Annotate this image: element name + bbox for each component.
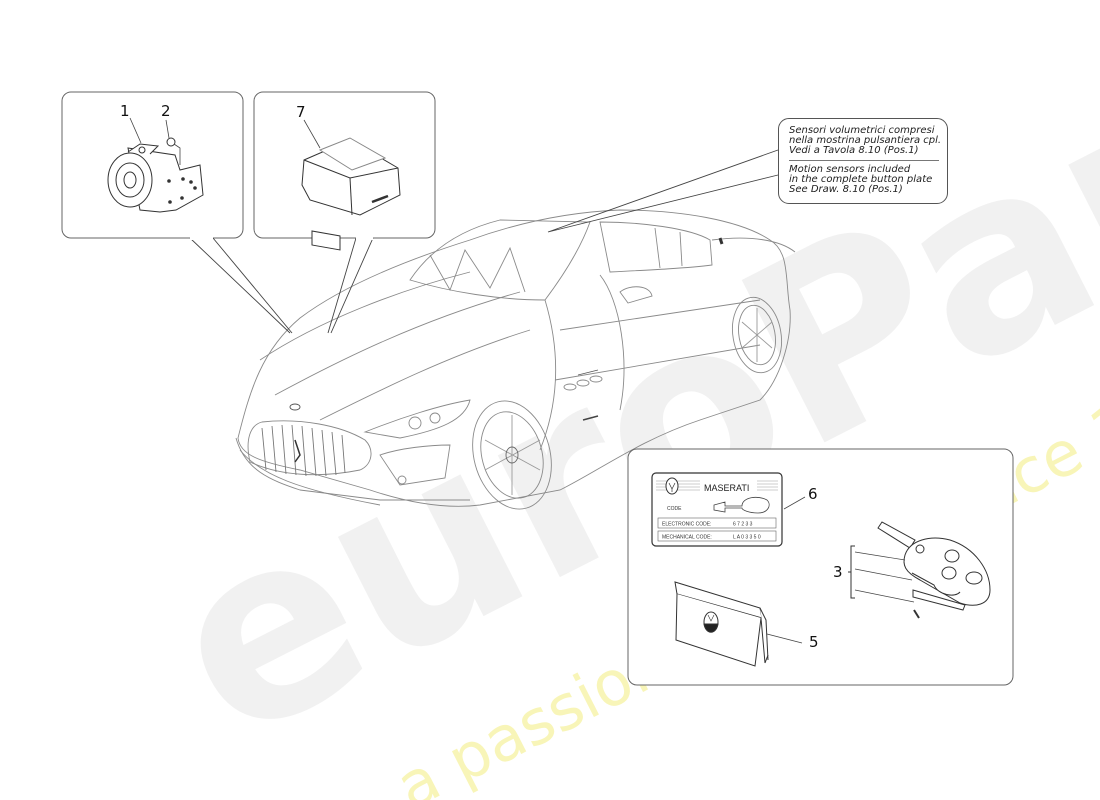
callout-3: 3 (833, 563, 843, 581)
card-brand: MASERATI (704, 483, 749, 493)
callout-6: 6 (808, 485, 818, 503)
note-divider (789, 160, 939, 161)
motion-sensor-note: Sensori volumetrici compresi nella mostr… (778, 118, 948, 204)
callout-2: 2 (161, 102, 171, 120)
maserati-trident-icon (665, 477, 679, 495)
note-en-line-1: Motion sensors included (789, 164, 911, 175)
mechanical-code-label: MECHANICAL CODE: (662, 535, 712, 541)
electronic-code-label: ELECTRONIC CODE: (662, 522, 711, 528)
mechanical-code-value: L A 0 3 3 5 0 (733, 535, 761, 541)
callout-1: 1 (120, 102, 130, 120)
note-it-line-1: Sensori volumetrici compresi (789, 125, 935, 136)
code-card: MASERATI CODE ELECTRONIC CODE: 6 7 2 3 3… (651, 472, 783, 547)
note-it-line-2: nella mostrina pulsantiera cpl. (789, 135, 942, 146)
key-silhouette-icon (713, 496, 770, 514)
electronic-code-value: 6 7 2 3 3 (733, 522, 753, 528)
control-module-icon (301, 137, 401, 251)
note-it-line-3: Vedi a Tavola 8.10 (Pos.1) (789, 145, 919, 156)
note-en-line-3: See Draw. 8.10 (Pos.1) (789, 184, 903, 195)
document-wallet-icon (674, 581, 769, 667)
callout-7: 7 (296, 103, 306, 121)
note-en-line-2: in the complete button plate (789, 174, 933, 185)
remote-key-icon (877, 521, 991, 619)
card-code-label: CODE (667, 506, 682, 512)
callout-5: 5 (809, 633, 819, 651)
siren-icon (107, 137, 204, 213)
